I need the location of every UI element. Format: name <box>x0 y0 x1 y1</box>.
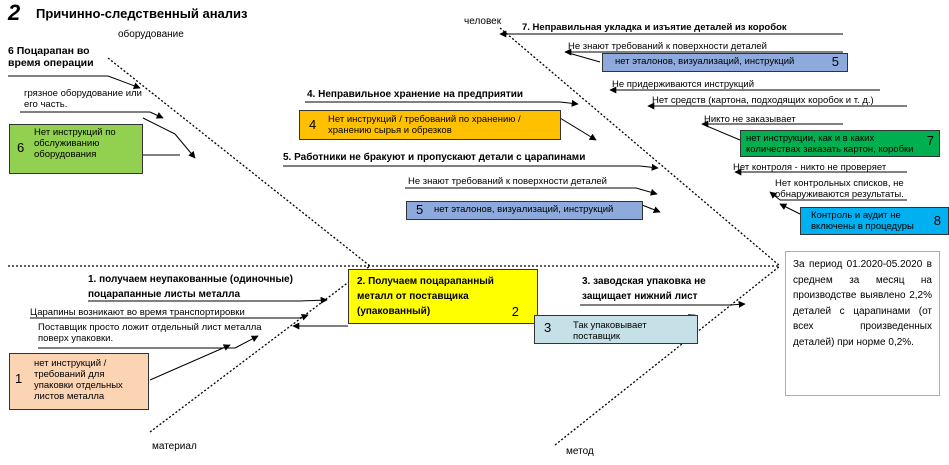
box-8-number: 8 <box>933 213 941 228</box>
sub-1b: Поставщик просто ложит отдельный лист ме… <box>38 322 262 344</box>
box-4: 4 Нет инструкций / требований по хранени… <box>299 110 561 140</box>
box-1: 1 нет инструкций / требований для упаков… <box>9 353 149 410</box>
box-7-text: нет инструкции, как и в каких количества… <box>746 133 914 155</box>
box-3: 3 Так упаковывает поставщик <box>534 315 698 344</box>
sub-7e: Нет контроля - никто не проверяет <box>733 162 887 173</box>
box-4-text: Нет инструкций / требований по хранению … <box>328 114 521 136</box>
box-2: 2. Получаем поцарапанный металл от поста… <box>348 269 538 324</box>
cause-1-label: 1. получаем неупакованные (одиночные) по… <box>88 274 293 300</box>
diagram-number: 2 <box>8 0 21 25</box>
cause-4-label: 4. Неправильное хранение на предприятии <box>307 89 524 100</box>
sub-7b: Не придерживаются инструкций <box>612 79 754 90</box>
box-3-number: 3 <box>544 320 552 335</box>
box-5b-number: 5 <box>416 202 424 217</box>
category-material: материал <box>152 441 197 452</box>
box-6-text: Нет инструкций по обслуживанию оборудова… <box>34 127 116 160</box>
sub-7d: Никто не заказывает <box>704 114 796 125</box>
box-7-number: 7 <box>926 133 934 148</box>
result-box: За период 01.2020-05.2020 в среднем за м… <box>785 251 940 396</box>
box-6-number: 6 <box>17 140 25 155</box>
box-8-text: Контроль и аудит не включены в процедуры <box>811 210 914 232</box>
box-2-number: 2 <box>511 304 519 319</box>
box-1-text: нет инструкций / требований для упаковки… <box>34 358 123 402</box>
box-5a-text: нет эталонов, визуализаций, инструкций <box>615 56 795 67</box>
category-people: человек <box>464 16 502 27</box>
sub-1a: Царапины возникают во время транспортиро… <box>30 307 245 318</box>
box-5a-number: 5 <box>831 54 839 69</box>
box-5a: нет эталонов, визуализаций, инструкций 5 <box>602 53 848 72</box>
cause-6-label: 6 Поцарапан во время операции <box>8 45 94 69</box>
sub-7c: Нет средств (картона, подходящих коробок… <box>652 95 874 106</box>
cause-7-label: 7. Неправильная укладка и изъятие детале… <box>522 22 787 33</box>
sub-5a: Не знают требований к поверхности детале… <box>408 176 607 187</box>
bone-material <box>149 265 371 433</box>
box-6: 6 Нет инструкций по обслуживанию оборудо… <box>9 124 143 174</box>
box-8: Контроль и аудит не включены в процедуры… <box>800 207 949 235</box>
box-5b-text: нет эталонов, визуализаций, инструкций <box>434 204 614 215</box>
box-3-text: Так упаковывает поставщик <box>573 320 647 342</box>
sub-7a: Не знают требований к поверхности детале… <box>568 41 767 52</box>
box-2-text: 2. Получаем поцарапанный металл от поста… <box>357 276 494 317</box>
box-4-number: 4 <box>309 117 317 132</box>
box-1-number: 1 <box>15 371 23 386</box>
cause-3-label: 3. заводская упаковка не защищает нижний… <box>582 276 706 302</box>
sub-dirty-equipment: грязное оборудование или его часть. <box>24 88 142 110</box>
bone-people <box>499 27 781 267</box>
box-5b: 5 нет эталонов, визуализаций, инструкций <box>406 201 643 220</box>
page-title: Причинно-следственный анализ <box>36 6 248 21</box>
category-method: метод <box>566 446 594 457</box>
sub-7f: Нет контрольных списков, не обнаруживают… <box>775 178 904 200</box>
cause-5-label: 5. Работники не бракуют и пропускают дет… <box>283 152 586 163</box>
box-7: нет инструкции, как и в каких количества… <box>740 130 940 157</box>
category-equipment: оборудование <box>118 29 184 40</box>
result-text: За период 01.2020-05.2020 в среднем за м… <box>793 259 932 348</box>
